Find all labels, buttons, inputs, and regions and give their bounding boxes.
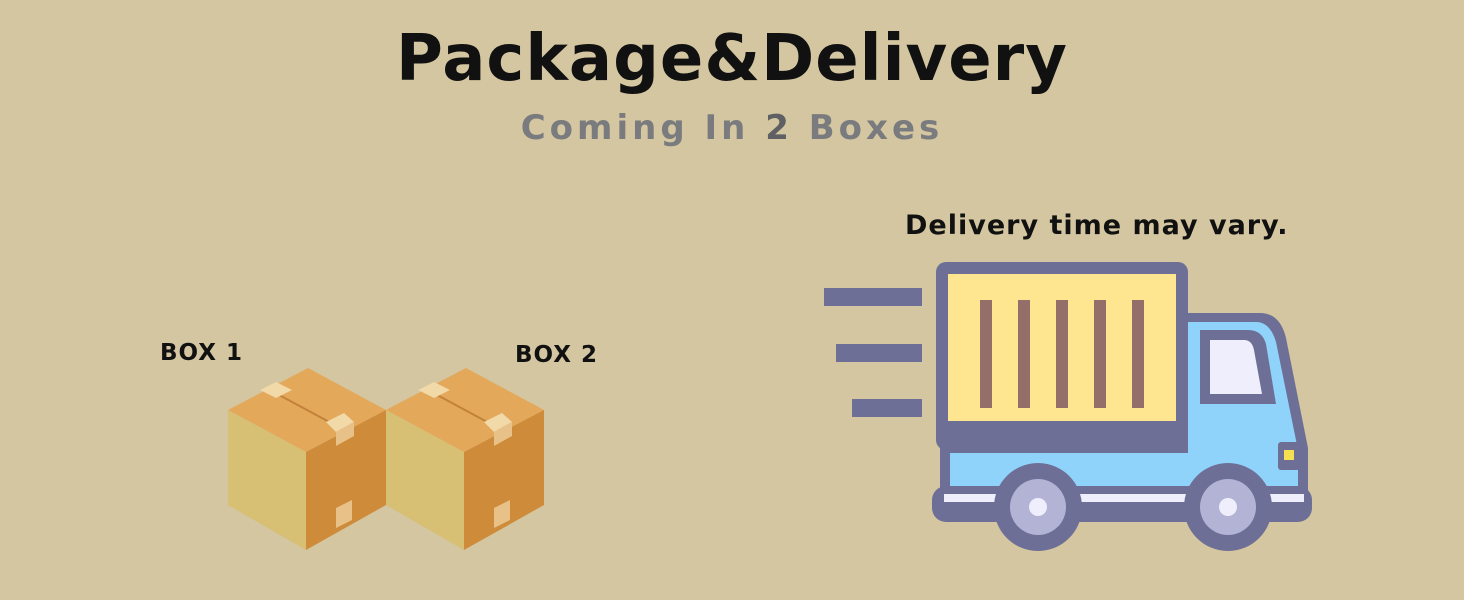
box-2-label: BOX 2 [515, 342, 599, 368]
box-count: 2 [765, 108, 793, 148]
speed-line-icon [852, 399, 922, 417]
subtitle-suffix: Boxes [808, 108, 944, 148]
speed-line-icon [836, 344, 922, 362]
box-1-icon [228, 368, 386, 550]
truck-icon [824, 262, 1312, 551]
front-wheel-icon [994, 463, 1082, 551]
boxes-illustration [228, 368, 544, 550]
subtitle-prefix: Coming In [520, 108, 750, 148]
delivery-note: Delivery time may vary. [905, 210, 1289, 241]
page-title: Package&Delivery [396, 22, 1068, 96]
rear-wheel-icon [1184, 463, 1272, 551]
speed-line-icon [824, 288, 922, 306]
page-subtitle: Coming In 2 Boxes [0, 108, 1464, 148]
box-1-label: BOX 1 [160, 340, 244, 366]
box-2-icon [386, 368, 544, 550]
